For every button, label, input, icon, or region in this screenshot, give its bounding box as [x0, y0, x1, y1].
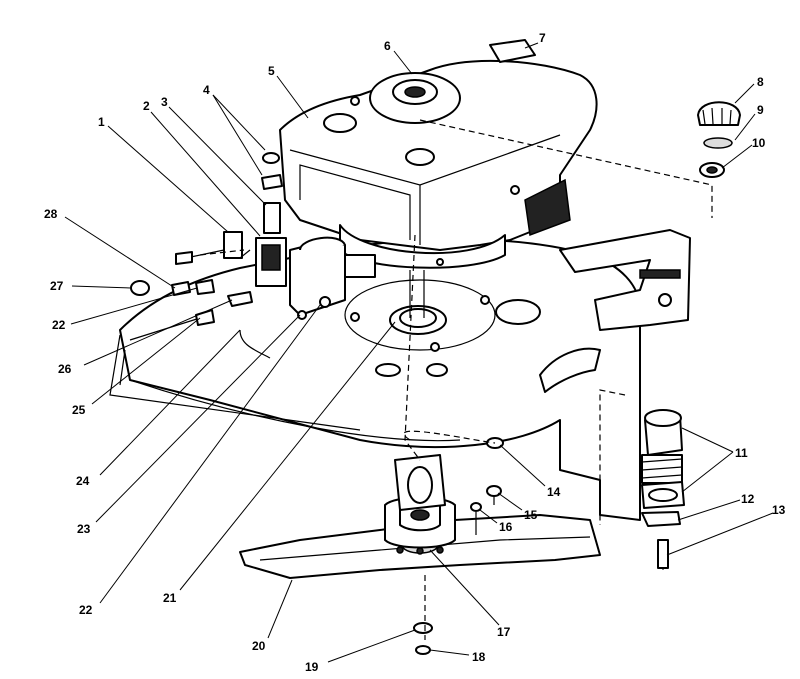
callout-16: 16	[499, 520, 513, 534]
blade	[239, 454, 601, 579]
callout-6: 6	[384, 39, 391, 53]
control-assembly	[130, 152, 376, 359]
callout-14: 14	[547, 485, 561, 499]
callout-8: 8	[757, 75, 764, 89]
leader-lines	[64, 42, 774, 663]
callout-7: 7	[539, 31, 546, 45]
callout-13: 13	[772, 503, 786, 517]
assembly-lines	[199, 119, 713, 640]
callout-25: 25	[72, 403, 86, 417]
callout-10: 10	[752, 136, 766, 150]
callout-20: 20	[252, 639, 266, 653]
callout-9: 9	[757, 103, 764, 117]
callout-15: 15	[524, 508, 538, 522]
height-adjuster	[641, 409, 685, 570]
callout-22-upper: 22	[52, 318, 66, 332]
callout-11: 11	[735, 446, 748, 460]
callout-19: 19	[305, 660, 319, 674]
callout-24: 24	[76, 474, 90, 488]
callout-18: 18	[472, 650, 486, 664]
callout-28: 28	[44, 207, 58, 221]
air-cleaner-parts	[697, 101, 741, 178]
callout-27: 27	[50, 279, 64, 293]
callout-5: 5	[268, 64, 275, 78]
callout-22-lower: 22	[79, 603, 93, 617]
callout-12: 12	[741, 492, 755, 506]
callout-21: 21	[163, 591, 177, 605]
mower-deck	[109, 229, 691, 521]
callout-4: 4	[203, 83, 210, 97]
callout-26: 26	[58, 362, 72, 376]
callout-labels: 1 2 3 4 5 6 7 8 9 10 11 12 13 14 15 16 1…	[44, 31, 786, 674]
callout-3: 3	[161, 95, 168, 109]
callout-1: 1	[98, 115, 105, 129]
callout-17: 17	[497, 625, 511, 639]
engine	[279, 39, 598, 269]
callout-23: 23	[77, 522, 91, 536]
callout-2: 2	[143, 99, 150, 113]
